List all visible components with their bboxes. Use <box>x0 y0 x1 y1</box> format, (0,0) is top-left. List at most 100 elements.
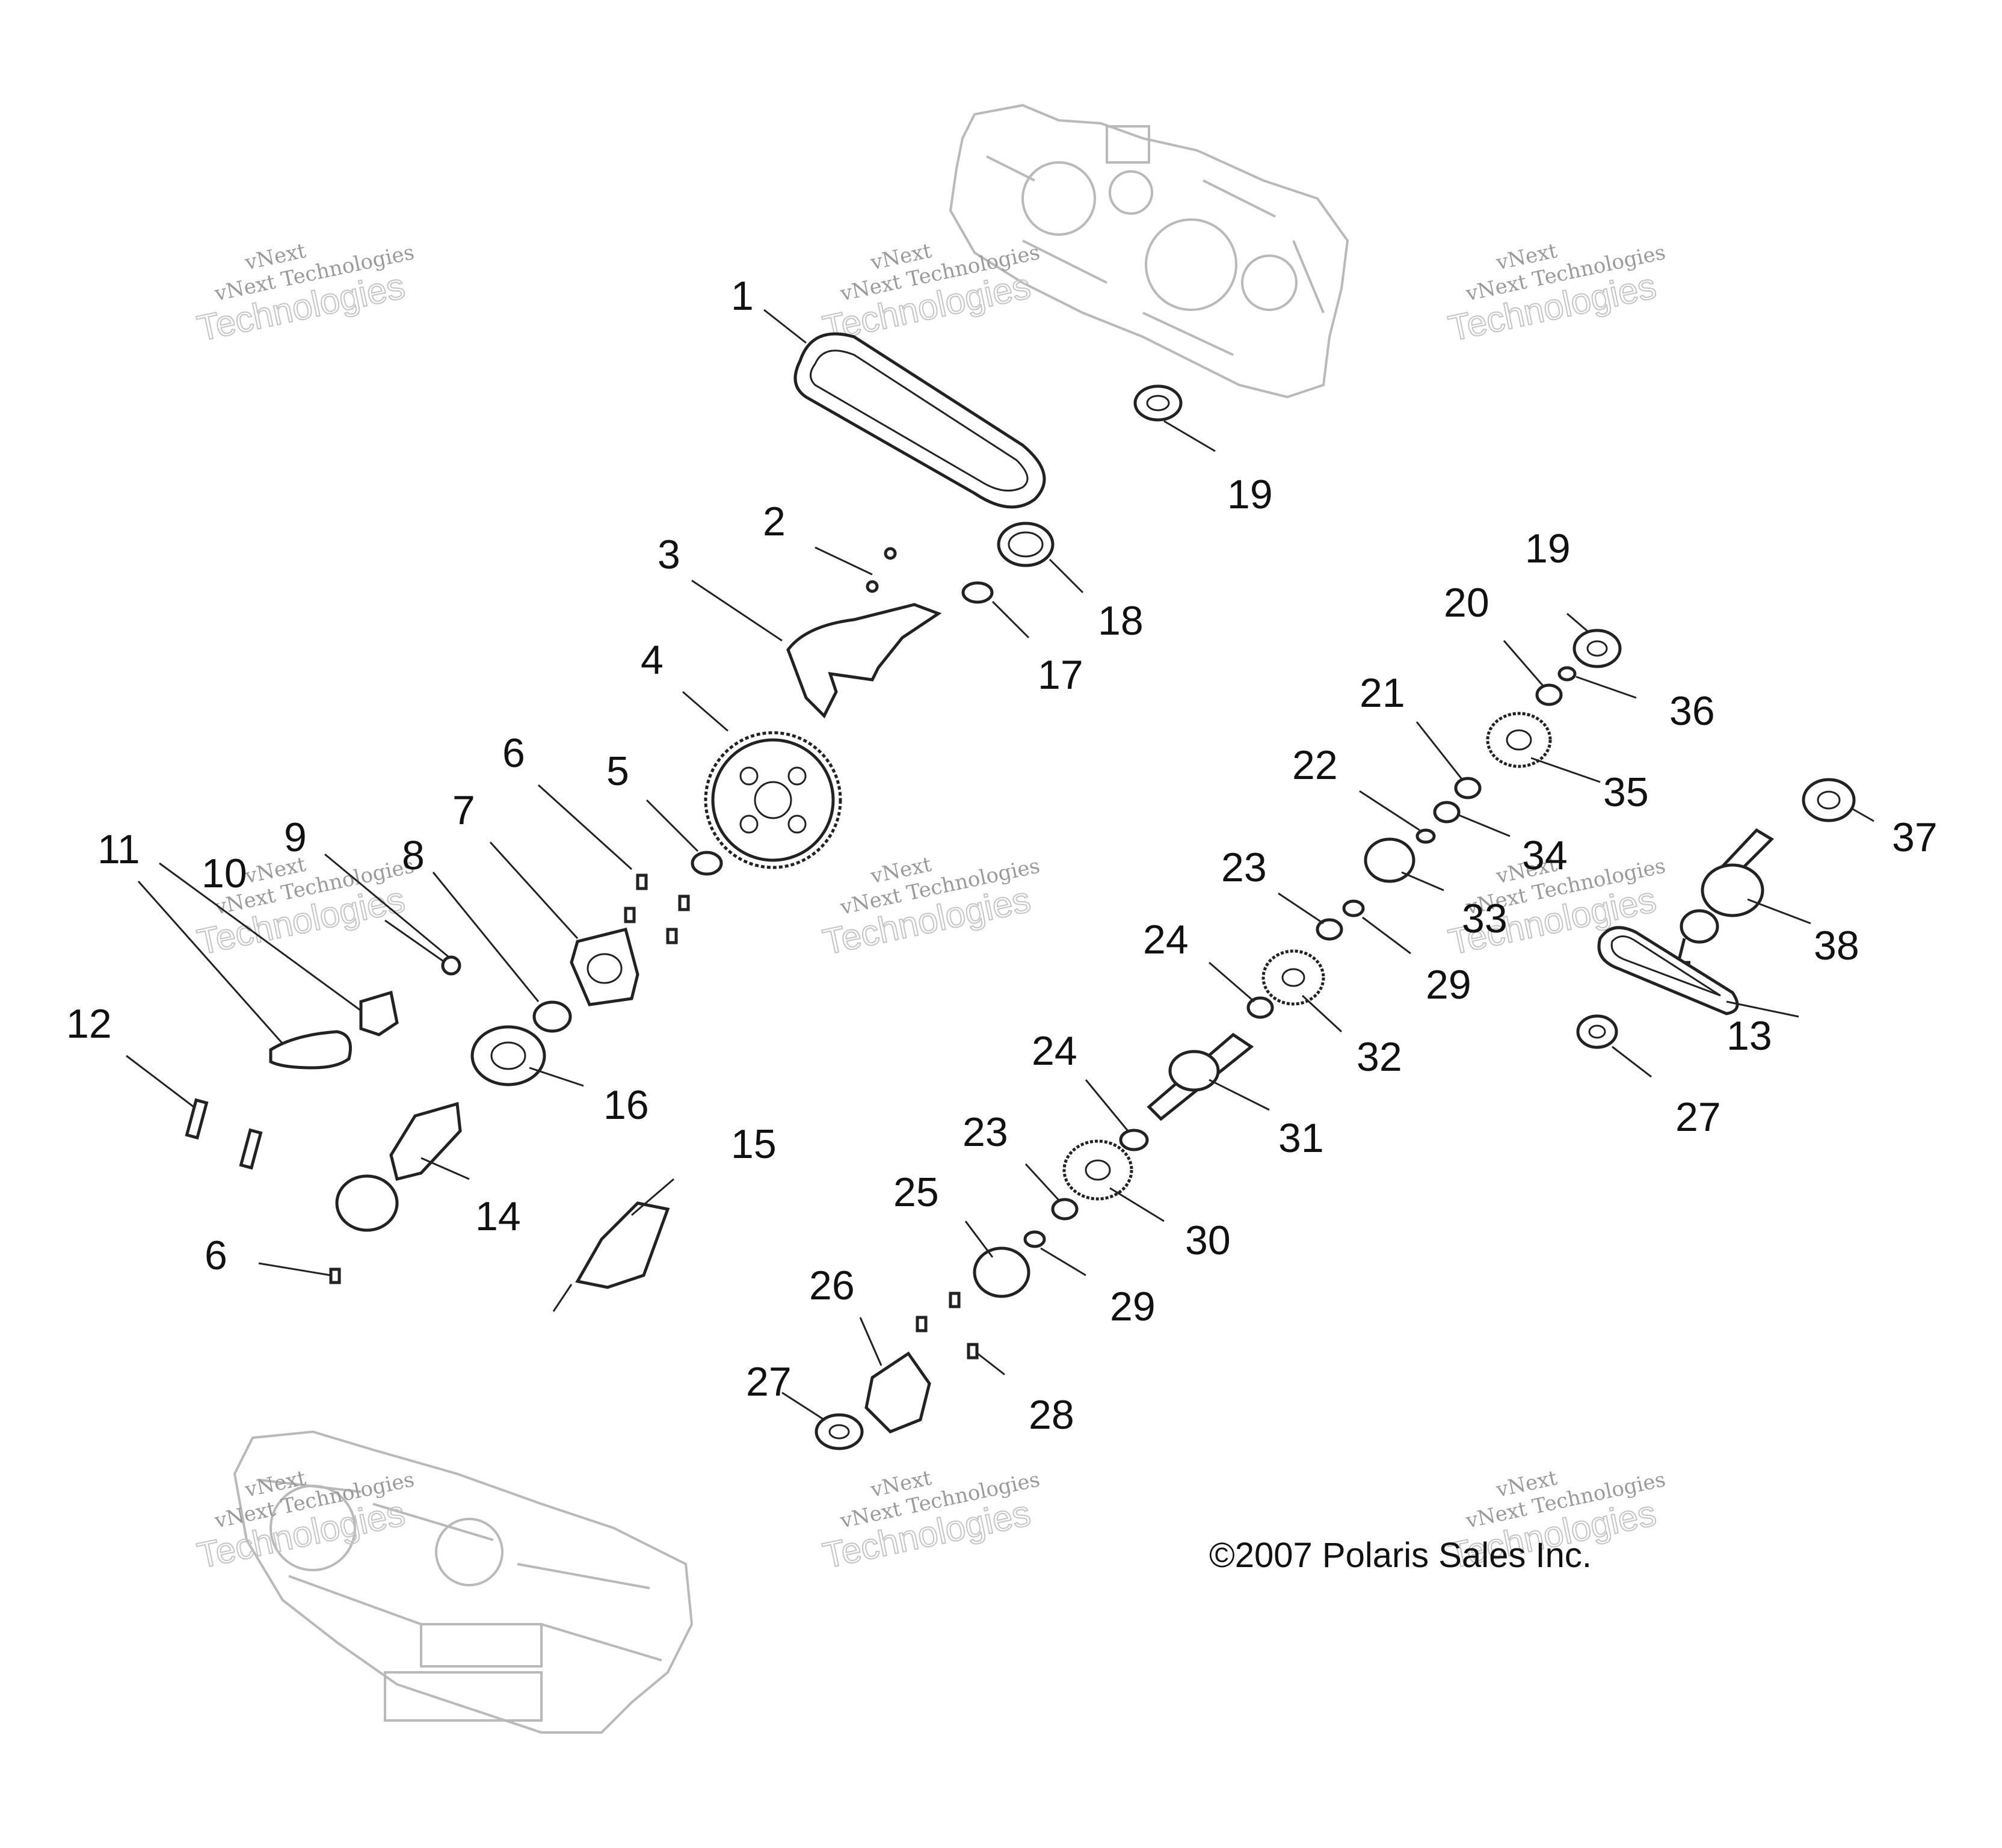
callout-14: 14 <box>475 1194 521 1239</box>
engine-assembly-bottom-illustration <box>233 1430 694 1734</box>
watermark-5: vNext vNext Technologies Technologies <box>819 852 1042 963</box>
callout-6: 6 <box>502 730 525 776</box>
callout-34: 34 <box>1522 833 1568 878</box>
watermark-7: vNext vNext Technologies Technologies <box>193 1466 416 1577</box>
part-21-bushing[interactable] <box>1454 777 1482 799</box>
part-12-pins[interactable] <box>185 1098 263 1170</box>
leader-lines <box>126 309 1874 1421</box>
callout-8: 8 <box>402 833 425 878</box>
part-19-bearing-right[interactable] <box>1572 629 1622 668</box>
part-11-arm[interactable] <box>269 1030 352 1070</box>
watermark-2: vNext vNext Technologies Technologies <box>819 239 1042 350</box>
part-23-washer-upper[interactable] <box>1316 918 1343 941</box>
part-38-output-shaft[interactable] <box>1676 828 1775 964</box>
callout-35: 35 <box>1603 769 1649 815</box>
engine-case-top-illustration <box>949 103 1349 399</box>
part-34-washer[interactable] <box>1433 801 1461 824</box>
callout-36: 36 <box>1669 688 1715 734</box>
callout-24-upper: 24 <box>1143 917 1189 962</box>
part-33-collar[interactable] <box>1364 837 1415 883</box>
part-22-clip[interactable] <box>1415 828 1436 844</box>
watermark-3: vNext vNext Technologies Technologies <box>1444 239 1668 350</box>
watermark-8: vNext vNext Technologies Technologies <box>819 1466 1042 1577</box>
callout-26: 26 <box>809 1263 855 1308</box>
part-28-bolts[interactable] <box>916 1292 979 1360</box>
callout-28: 28 <box>1029 1392 1074 1438</box>
part-5-ring[interactable] <box>691 851 723 876</box>
part-13-chain[interactable] <box>1597 926 1739 1015</box>
part-32-gear[interactable] <box>1261 949 1325 1006</box>
callout-6-lower: 6 <box>205 1233 227 1278</box>
callout-38: 38 <box>1814 923 1859 969</box>
callout-10: 10 <box>202 851 247 896</box>
part-16-bearing[interactable] <box>470 1025 546 1086</box>
callout-25: 25 <box>893 1169 939 1215</box>
part-18-gear[interactable] <box>997 522 1055 567</box>
part-1-belt[interactable] <box>793 332 1046 509</box>
callout-37: 37 <box>1892 815 1938 860</box>
callout-21: 21 <box>1360 670 1405 716</box>
part-8-oring[interactable] <box>532 1000 572 1033</box>
callout-23-upper: 23 <box>1221 845 1267 890</box>
part-6-lone-bolt[interactable] <box>329 1267 341 1284</box>
callout-22: 22 <box>1292 742 1338 788</box>
part-25-hub[interactable] <box>973 1246 1030 1298</box>
callout-30: 30 <box>1185 1218 1231 1263</box>
part-9-sensor[interactable] <box>384 919 461 976</box>
callout-18: 18 <box>1098 598 1144 644</box>
callout-2: 2 <box>763 499 786 544</box>
part-37-bearing[interactable] <box>1802 778 1856 822</box>
callout-19-right: 19 <box>1525 526 1571 571</box>
part-19-bearing-upper[interactable] <box>1133 384 1183 422</box>
part-27-bearing-right[interactable] <box>1576 1014 1618 1049</box>
part-29-ring-upper[interactable] <box>1342 899 1365 917</box>
callout-27-lower: 27 <box>746 1359 792 1405</box>
part-14-shaft[interactable] <box>335 1101 462 1232</box>
part-23-washer-lower[interactable] <box>1051 1198 1079 1221</box>
part-2-screws[interactable] <box>866 547 897 593</box>
watermark-1: vNext vNext Technologies Technologies <box>193 239 416 350</box>
callout-23-lower: 23 <box>962 1109 1008 1155</box>
part-10-bracket[interactable] <box>359 990 399 1036</box>
callout-27-right: 27 <box>1675 1094 1721 1140</box>
callout-5: 5 <box>606 748 629 794</box>
callout-20: 20 <box>1444 580 1489 626</box>
callout-11: 11 <box>97 827 140 872</box>
part-15-shaft[interactable] <box>552 1201 670 1312</box>
callout-9: 9 <box>284 815 307 860</box>
part-4-large-gear[interactable] <box>704 731 842 869</box>
callout-7: 7 <box>452 787 475 833</box>
part-6-bolts[interactable] <box>624 873 690 944</box>
callout-numbers: 1 2 3 4 5 6 7 8 9 10 11 12 13 14 15 16 1… <box>66 273 1938 1438</box>
callout-17: 17 <box>1038 652 1083 698</box>
part-24-bushing-upper[interactable] <box>1246 996 1274 1019</box>
callout-24-lower: 24 <box>1032 1028 1077 1074</box>
copyright-notice: ©2007 Polaris Sales Inc. <box>1209 1536 1592 1575</box>
callout-31: 31 <box>1278 1115 1324 1161</box>
part-17-ring[interactable] <box>961 581 994 604</box>
callout-13: 13 <box>1726 1013 1772 1059</box>
callout-29-lower: 29 <box>1110 1284 1156 1329</box>
callout-33: 33 <box>1462 896 1508 941</box>
callout-12: 12 <box>66 1001 112 1047</box>
part-35-gear[interactable] <box>1486 712 1552 768</box>
callout-32: 32 <box>1357 1034 1402 1080</box>
part-20-washer[interactable] <box>1535 683 1563 706</box>
part-31-countershaft[interactable] <box>1147 1032 1254 1121</box>
part-24-bushing-lower[interactable] <box>1119 1129 1149 1151</box>
callout-15: 15 <box>731 1121 777 1167</box>
callout-29-upper: 29 <box>1426 962 1471 1008</box>
part-36-clip[interactable] <box>1557 666 1577 682</box>
part-7-plate[interactable] <box>570 927 639 1006</box>
part-29-ring-lower[interactable] <box>1023 1230 1046 1248</box>
callout-1: 1 <box>731 273 754 319</box>
part-3-bracket[interactable] <box>786 603 942 719</box>
callout-19-upper: 19 <box>1227 472 1273 517</box>
part-27-bearing-lower[interactable] <box>815 1413 864 1450</box>
part-30-gear[interactable] <box>1062 1139 1133 1201</box>
callout-3: 3 <box>658 532 680 578</box>
callout-16: 16 <box>603 1082 649 1128</box>
part-26-plate[interactable] <box>864 1351 931 1434</box>
callout-4: 4 <box>641 637 664 683</box>
